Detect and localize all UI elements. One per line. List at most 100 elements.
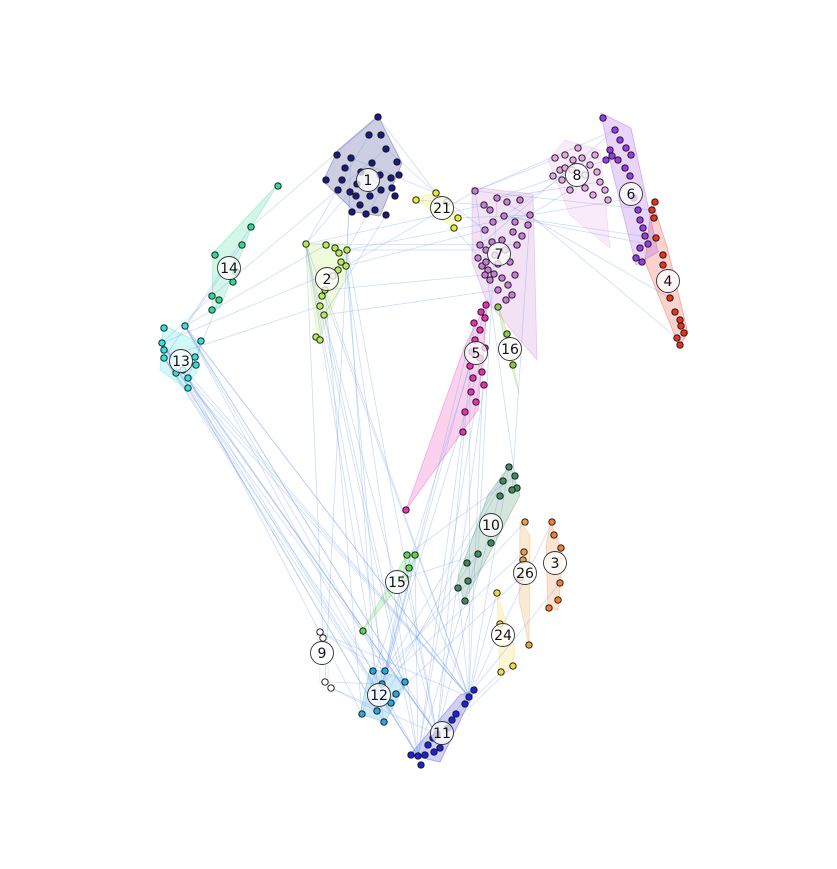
cluster-label-circle [356,168,380,192]
node-cluster-9 [321,678,329,686]
network-edge [184,325,470,698]
network-edge [305,243,386,672]
node-cluster-7 [494,286,502,294]
node-cluster-13 [160,346,168,354]
node-cluster-6 [622,144,630,152]
node-cluster-7 [480,201,488,209]
node-cluster-4 [650,214,658,222]
node-cluster-4 [652,234,660,242]
node-cluster-10 [505,463,513,471]
network-edge [305,243,419,757]
network-edge [529,214,678,339]
network-edge [346,249,378,712]
network-edge [468,365,471,698]
node-cluster-1 [382,145,390,153]
node-cluster-10 [496,492,504,500]
node-cluster-5 [459,428,467,436]
network-edge [479,129,616,246]
cluster-label-text: 14 [220,261,238,277]
node-cluster-14 [211,251,219,259]
node-cluster-7 [511,218,519,226]
cluster-label-circle [464,341,488,365]
node-cluster-8 [596,178,604,186]
node-cluster-6 [634,206,642,214]
node-cluster-5 [476,326,484,334]
node-cluster-6 [621,164,629,172]
node-cluster-2 [331,244,339,252]
node-cluster-10 [508,486,516,494]
node-cluster-2 [342,262,350,270]
node-cluster-4 [651,198,659,206]
network-edge [384,466,510,672]
node-cluster-6 [606,146,614,154]
cluster-label-11: 11 [430,721,454,745]
node-cluster-11 [430,748,438,756]
network-edge [468,466,510,698]
node-cluster-5 [477,308,485,316]
node-cluster-1 [388,184,396,192]
cluster-label-circle [498,337,522,361]
cluster-label-circle [217,256,241,280]
network-edge [187,377,470,698]
node-cluster-16 [509,361,517,369]
node-cluster-5 [481,314,489,322]
node-cluster-6 [639,224,647,232]
node-cluster-1 [391,192,399,200]
network-edge [324,289,470,698]
network-edge [453,227,495,275]
node-cluster-4 [673,334,681,342]
network-edge [330,687,438,735]
network-edge [163,357,438,735]
network-edge [381,347,486,685]
cluster-label-26: 26 [513,561,537,585]
node-cluster-7 [493,194,501,202]
node-cluster-8 [574,144,582,152]
node-cluster-6 [614,156,622,164]
node-cluster-6 [608,152,616,160]
node-cluster-1 [393,158,401,166]
node-cluster-13 [181,322,189,330]
cluster-label-circle [430,196,454,220]
network-edge [436,384,485,735]
node-cluster-7 [486,206,494,214]
node-cluster-12 [381,667,389,675]
node-cluster-7 [471,187,479,195]
node-cluster-4 [680,329,688,337]
network-edge [161,342,438,735]
node-cluster-7 [526,211,534,219]
node-cluster-3 [550,531,558,539]
cluster-label-2: 2 [315,267,339,291]
node-cluster-11 [417,761,425,769]
cluster-label-text: 1 [364,173,373,189]
network-edge [474,154,566,192]
cluster-label-text: 2 [323,272,332,288]
cluster-label-10: 10 [479,513,503,537]
node-cluster-21 [432,189,440,197]
cluster-label-circle [619,182,643,206]
node-cluster-2 [343,246,351,254]
cluster-label-text: 7 [495,247,504,263]
node-cluster-6 [641,232,649,240]
network-edge [474,190,653,211]
node-cluster-14 [208,292,216,300]
node-cluster-1 [352,192,360,200]
cluster-label-21: 21 [430,196,454,220]
node-cluster-8 [604,196,612,204]
node-cluster-21 [454,214,462,222]
network-edge [414,554,419,757]
network-edge [384,521,526,672]
node-cluster-14 [208,306,216,314]
network-edge [305,243,385,723]
node-cluster-4 [659,251,667,259]
network-edge [345,229,486,267]
node-cluster-1 [368,159,376,167]
node-cluster-6 [636,216,644,224]
node-cluster-2 [320,311,328,319]
network-edge [457,214,531,219]
network-edge [187,377,438,735]
node-cluster-15 [405,564,413,572]
node-cluster-14 [274,182,282,190]
node-cluster-8 [593,168,601,176]
node-cluster-5 [472,398,480,406]
node-cluster-12 [401,678,409,686]
